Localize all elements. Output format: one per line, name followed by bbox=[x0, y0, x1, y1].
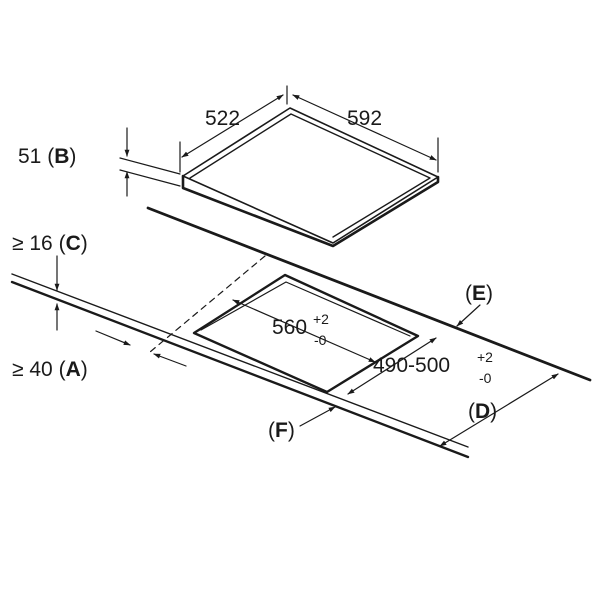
callout-e-close-paren: ) bbox=[486, 282, 493, 305]
callout-c: C bbox=[66, 232, 81, 255]
cutout-width-label: 560 bbox=[272, 316, 307, 339]
front-distance-close-paren: ) bbox=[81, 358, 88, 381]
thickness-label: 51 (B) bbox=[18, 145, 76, 168]
callout-d: D bbox=[475, 400, 490, 423]
width-dimension bbox=[292, 94, 439, 173]
front-distance-label: ≥ 40 (A) bbox=[12, 358, 88, 381]
top-thickness-open-paren: ( bbox=[59, 232, 66, 255]
callout-d-close-paren: ) bbox=[490, 400, 497, 423]
front-distance-open-paren: ( bbox=[59, 358, 66, 381]
front-distance-dimension bbox=[95, 330, 187, 367]
thickness-close-paren: ) bbox=[69, 145, 76, 168]
thickness-open-paren: ( bbox=[47, 145, 54, 168]
thickness-value: 51 bbox=[18, 145, 41, 168]
top-thickness-close-paren: ) bbox=[81, 232, 88, 255]
callout-f-close-paren: ) bbox=[288, 419, 295, 442]
callout-a: A bbox=[66, 358, 81, 381]
callout-d-dimension bbox=[439, 373, 559, 447]
callout-f-label: (F) bbox=[268, 419, 295, 442]
callout-e-leader bbox=[456, 304, 481, 327]
cutout-width-tol-minus: -0 bbox=[314, 332, 327, 348]
callout-d-open-paren: ( bbox=[468, 400, 475, 423]
cutout-depth-tol-minus: -0 bbox=[479, 370, 492, 386]
cutout-depth-tol-plus: +2 bbox=[477, 349, 493, 365]
cutout-depth-label: 490-500 bbox=[373, 354, 450, 377]
cutout-depth-dimension bbox=[347, 337, 437, 395]
callout-e-open-paren: ( bbox=[465, 282, 472, 305]
cutout-width-tol-plus: +2 bbox=[313, 311, 329, 327]
top-thickness-label: ≥ 16 (C) bbox=[12, 232, 88, 255]
callout-f-leader bbox=[299, 406, 336, 427]
callout-f: F bbox=[275, 419, 288, 442]
width-label: 592 bbox=[347, 107, 382, 130]
depth-dimension bbox=[179, 85, 288, 173]
thickness-dimension bbox=[119, 127, 181, 197]
depth-label: 522 bbox=[205, 107, 240, 130]
front-distance-value: ≥ 40 bbox=[12, 358, 53, 381]
callout-e: E bbox=[472, 282, 486, 305]
top-thickness-value: ≥ 16 bbox=[12, 232, 53, 255]
callout-f-open-paren: ( bbox=[268, 419, 275, 442]
callout-d-label: (D) bbox=[468, 400, 497, 423]
callout-b: B bbox=[54, 145, 69, 168]
callout-e-label: (E) bbox=[465, 282, 493, 305]
